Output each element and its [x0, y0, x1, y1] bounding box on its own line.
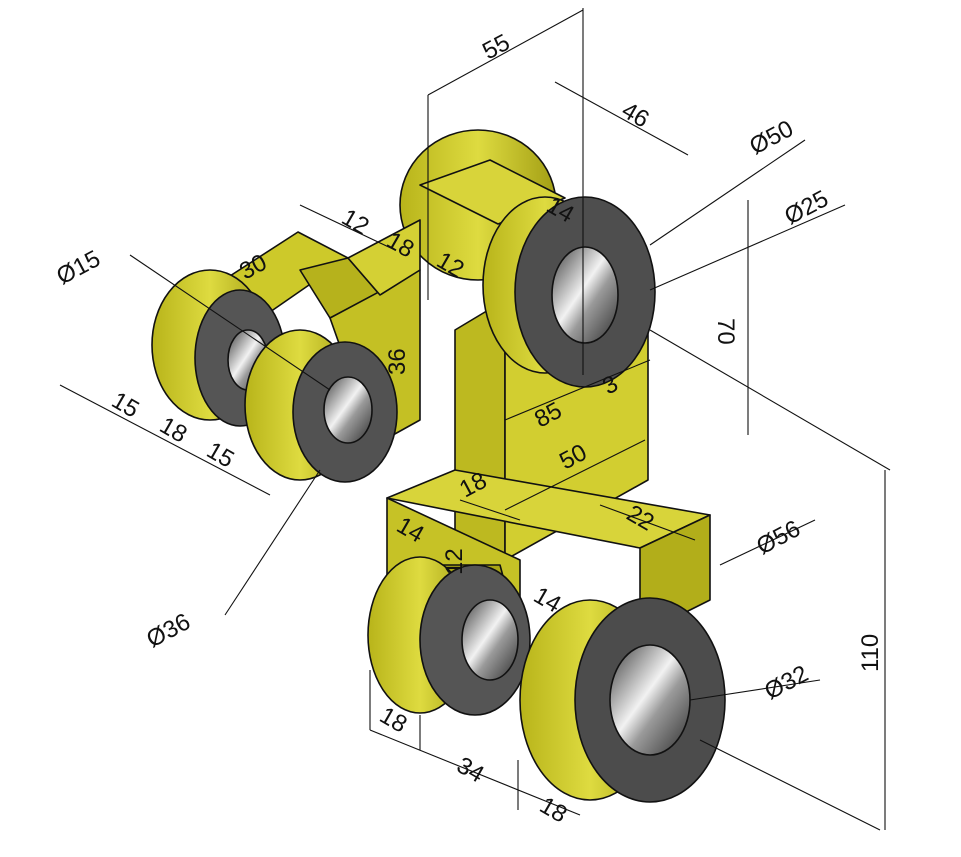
dim-34: 34 [452, 752, 489, 789]
top-arm-side [347, 219, 421, 296]
part-body [151, 129, 726, 803]
dim-110: 110 [857, 634, 884, 672]
dim-18-left: 18 [155, 412, 192, 449]
dim-12-top: 12 [337, 204, 374, 241]
dim-18-bottom-right: 18 [535, 792, 572, 829]
top-boss-bore [551, 246, 619, 344]
bottom-left-eye-bore [461, 599, 519, 681]
dim-36: 36 [384, 348, 411, 375]
dim-46: 46 [617, 97, 654, 134]
dim-55: 55 [478, 29, 514, 65]
dim-phi15: Ø15 [52, 245, 105, 290]
bottom-boss-bore [609, 644, 691, 756]
dim-70: 70 [712, 318, 739, 345]
dim-phi32: Ø32 [760, 660, 813, 705]
left-eye-front-bore [323, 376, 373, 444]
dim-12-bottom: 12 [441, 548, 468, 575]
dim-phi50: Ø50 [745, 115, 798, 160]
dim-phi36: Ø36 [142, 608, 195, 653]
dim-15-left-a: 15 [107, 387, 144, 424]
dimension-lines [59, 8, 891, 831]
dim-15-left-b: 15 [202, 437, 239, 474]
dim-phi25: Ø25 [780, 185, 833, 230]
dim-phi56: Ø56 [752, 515, 805, 560]
